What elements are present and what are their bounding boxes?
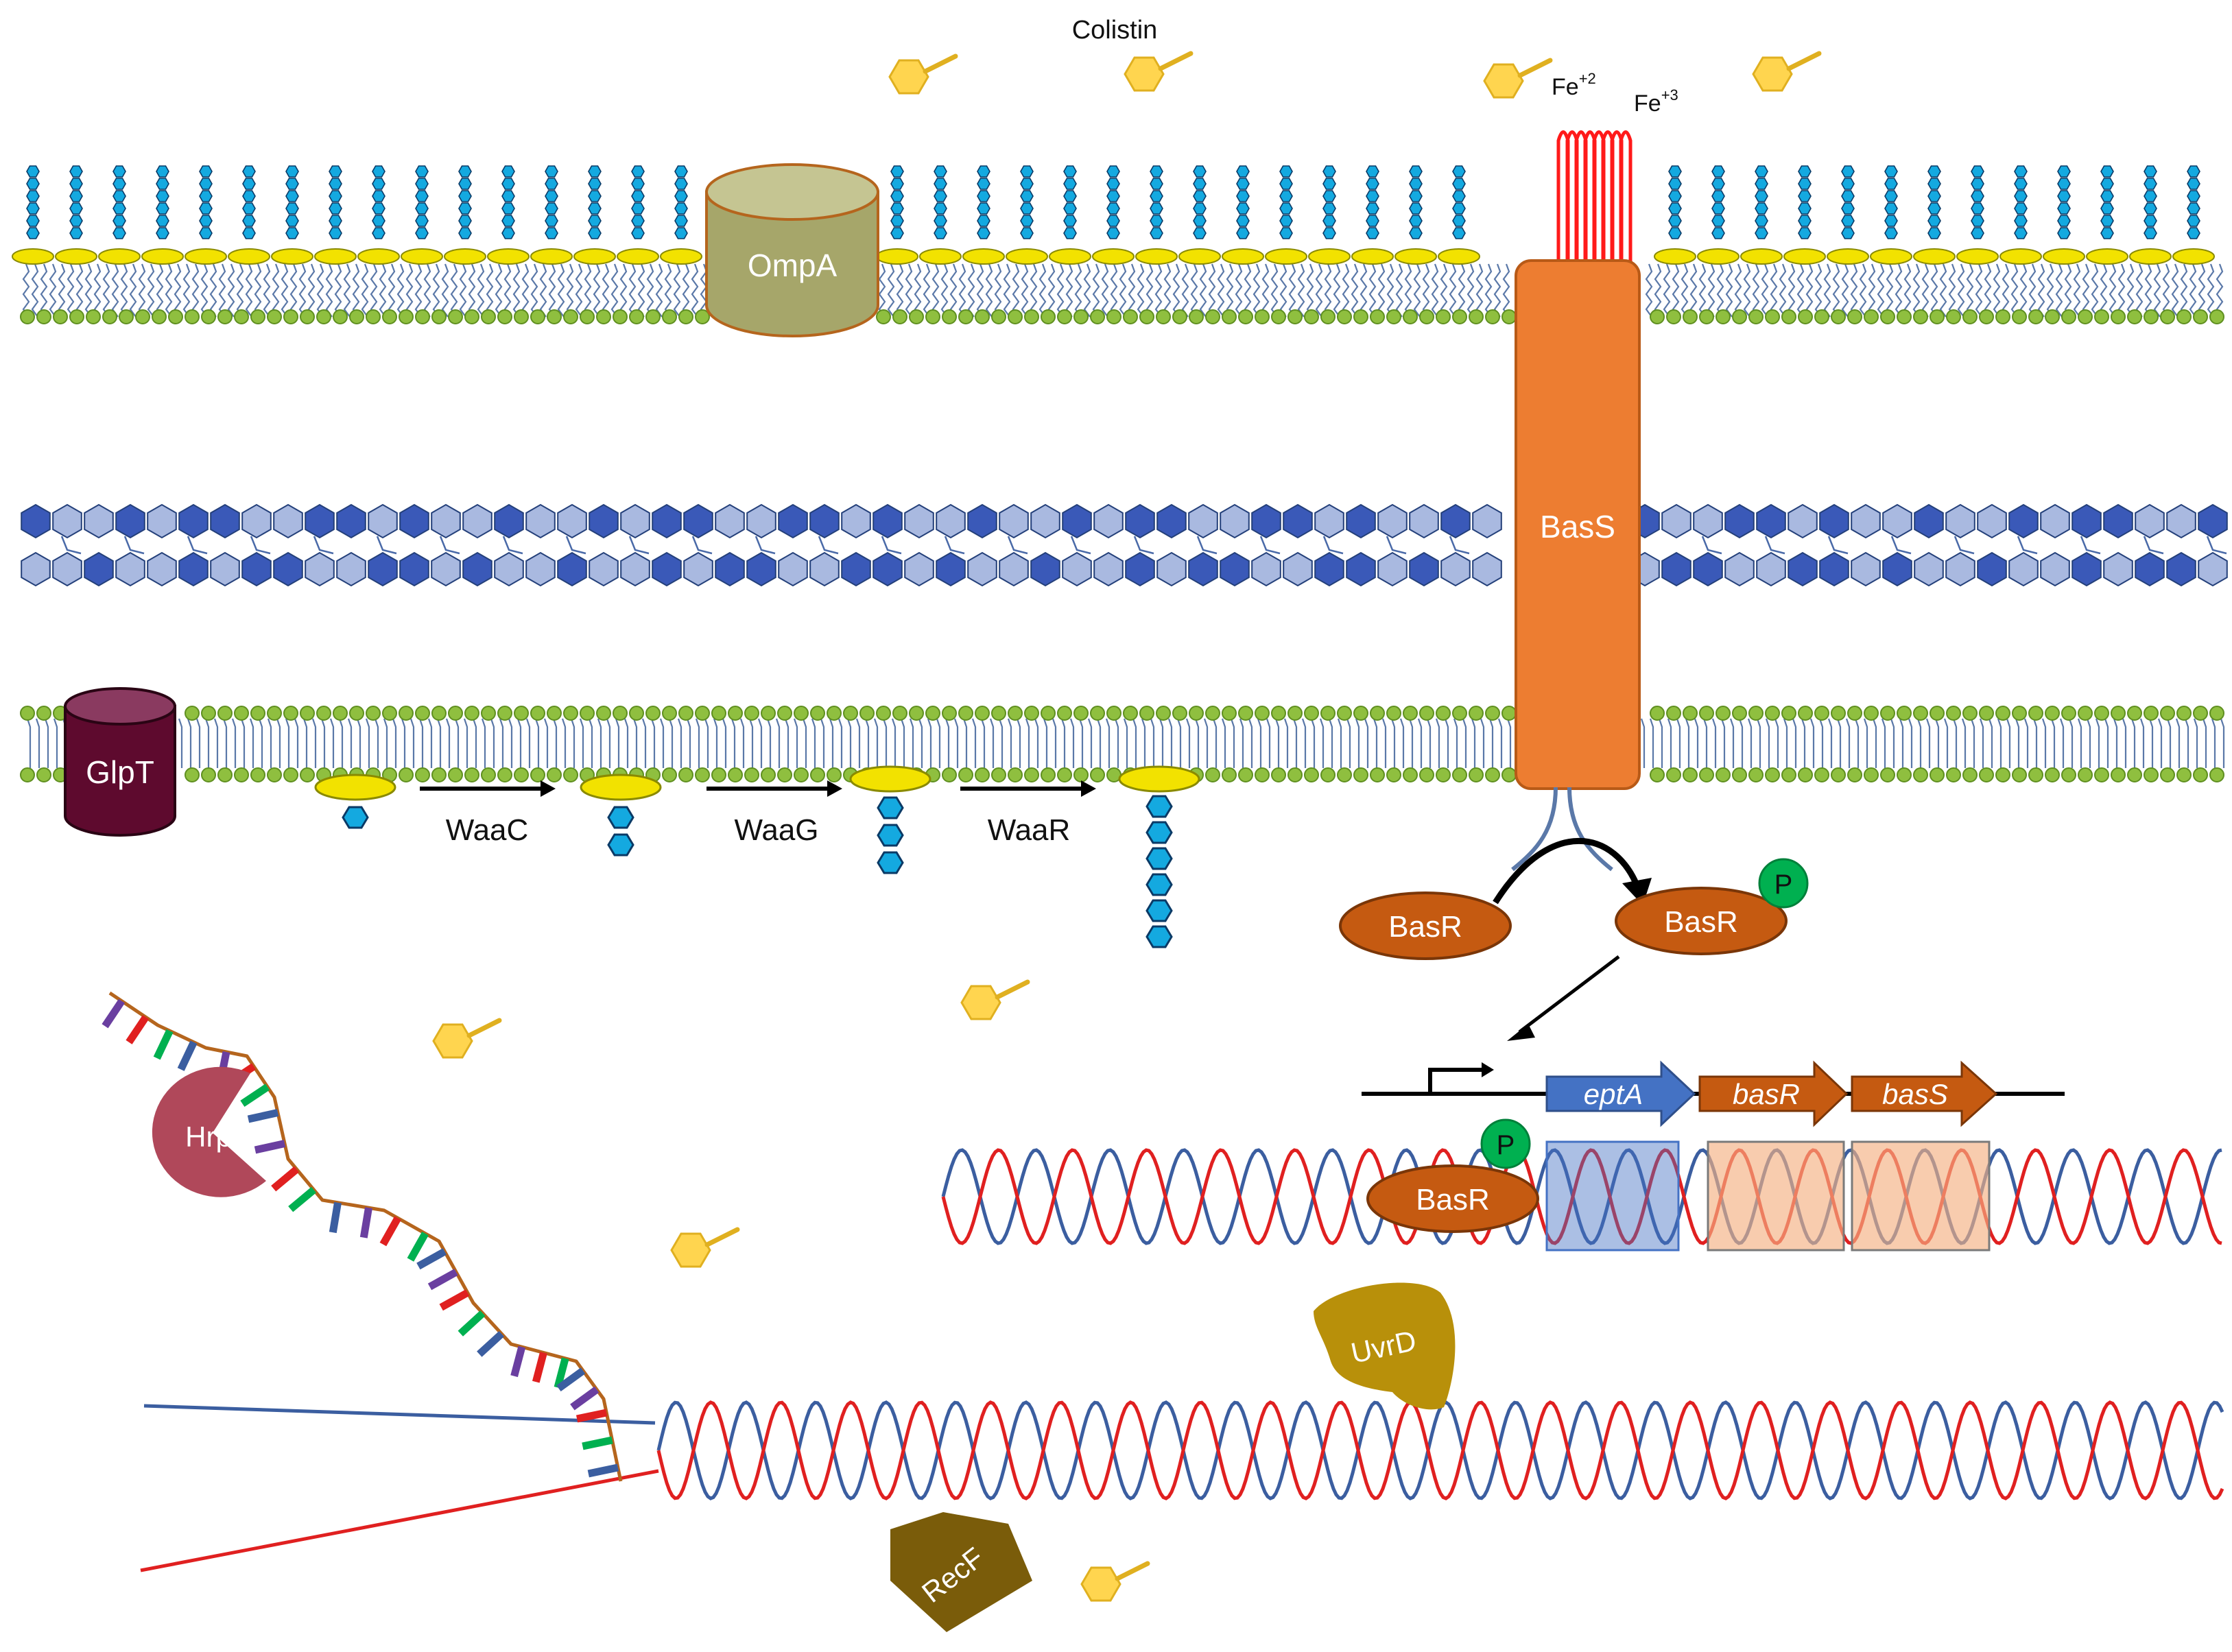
basr-label-2: BasR: [1664, 905, 1738, 939]
fe-binding-loops: [1552, 130, 1641, 264]
fe3-label: Fe+3: [1634, 86, 1678, 117]
eptA-region-box: [1545, 1140, 1680, 1252]
basr-to-promoter-arrow: [1518, 955, 1620, 1033]
inner-membrane-lipid-tails: [26, 718, 2225, 768]
basR-gene-arrow: [1698, 1060, 1849, 1127]
waac-label: WaaC: [446, 813, 529, 847]
colistin-label: Colistin: [1072, 16, 1158, 45]
basR-gene-label: basR: [1733, 1078, 1800, 1110]
colistin-molecule: [1753, 53, 1819, 91]
waac-arrow: [420, 780, 556, 797]
inner-membrane: [20, 706, 2225, 782]
outer-membrane-lps-layer: [12, 165, 2215, 265]
colistin-molecule: [1082, 1564, 1148, 1601]
basS-gene-arrow: [1851, 1060, 1998, 1127]
phospho-label-1: P: [1774, 870, 1793, 900]
outer-membrane: [12, 165, 2224, 324]
recf-protein: RecF: [890, 1512, 1032, 1632]
hrpa-helicase: HrpA: [152, 1066, 266, 1197]
colistin-molecule: [962, 982, 1028, 1019]
glpt-protein: GlpT: [64, 687, 176, 837]
phospho-badge-1: [1758, 858, 1809, 909]
waag-label: WaaG: [734, 813, 818, 847]
basr-to-promoter-arrowhead: [1507, 1024, 1535, 1041]
basS-region-box: [1851, 1140, 1991, 1252]
colistin-molecule: [1125, 53, 1191, 91]
phosphorylation-step: [1493, 838, 1652, 905]
hrpa-label: HrpA: [185, 1121, 251, 1153]
lps-biosynthesis: WaaC WaaG WaaR: [314, 765, 1200, 948]
eptA-basR-basS-operon: eptA basR basS: [1362, 1060, 2065, 1127]
colistin-molecule: [890, 56, 955, 93]
ompa-label: OmpA: [748, 248, 838, 283]
basS-gene-label: basS: [1882, 1078, 1948, 1110]
outer-membrane-lipid-tails: [22, 263, 2224, 318]
upper-dna-helix: [941, 1140, 2222, 1252]
lipid-a-core-3: [849, 765, 931, 874]
colistin-molecule: [672, 1230, 737, 1267]
waar-arrow: [960, 780, 1096, 797]
eptA-gene-label: eptA: [1584, 1078, 1643, 1110]
bass-label: BasS: [1540, 509, 1615, 544]
ompa-protein: OmpA: [705, 163, 879, 337]
waag-arrow: [707, 780, 842, 797]
basr-label-3: BasR: [1416, 1183, 1490, 1217]
lipid-a-core-2: [580, 774, 662, 857]
phospho-badge-2: [1480, 1118, 1531, 1169]
fe2-label: Fe+2: [1552, 70, 1596, 100]
colistin-molecule: [1484, 60, 1550, 97]
basr-label-1: BasR: [1388, 910, 1462, 944]
basr-bound-to-dna: BasR P: [1366, 1118, 1539, 1233]
basr-phosphorylated: BasR P: [1615, 858, 1809, 955]
outer-membrane-lipid-heads: [20, 309, 2224, 324]
uvrd-helicase: UvrD: [1314, 1282, 1456, 1410]
lipid-a-core-4: [1118, 765, 1200, 948]
phospho-label-2: P: [1497, 1130, 1515, 1160]
glpt-label: GlpT: [86, 754, 154, 790]
peptidoglycan-layer: [21, 503, 2228, 587]
eptA-gene-arrow: [1545, 1060, 1696, 1127]
basr-unphosphorylated: BasR: [1339, 891, 1512, 960]
lipid-a-core-1: [314, 774, 396, 829]
colistin-molecule: [434, 1020, 499, 1057]
bass-sensor-kinase: BasS: [1511, 259, 1641, 872]
basR-region-box: [1707, 1140, 1845, 1252]
waar-label: WaaR: [988, 813, 1071, 847]
